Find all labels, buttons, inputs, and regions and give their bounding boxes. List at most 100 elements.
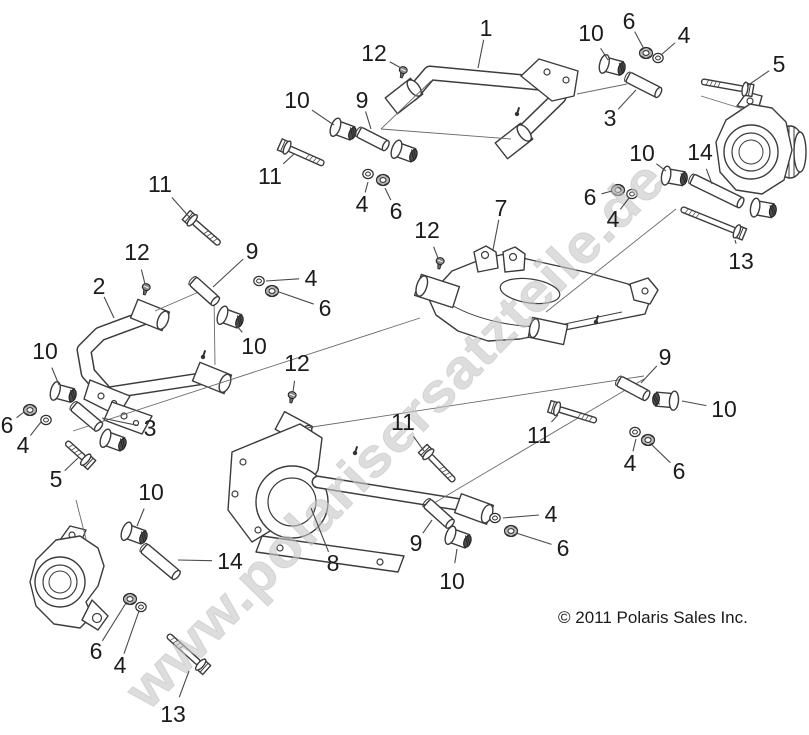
callout-leader-line [389, 61, 402, 69]
bushing-illustration [120, 521, 148, 545]
bolt-illustration [417, 443, 456, 483]
callout-label-10: 10 [439, 568, 465, 594]
callout-leader-line [705, 168, 713, 185]
mini-illustration [514, 107, 521, 117]
bearing-carrier-right [715, 91, 807, 195]
callout-label-6: 6 [673, 458, 686, 484]
assembly-line [75, 499, 87, 540]
spacer-illustration [139, 542, 181, 581]
part-upper-control-arm-2 [76, 298, 233, 435]
callout-label-10: 10 [578, 20, 604, 46]
callout-leader-line [278, 291, 314, 305]
spacer-illustration [615, 375, 651, 402]
spacer-illustration [355, 126, 390, 152]
assembly-line [380, 128, 512, 140]
washer-illustration [489, 512, 501, 524]
bushing-illustration [652, 390, 680, 411]
callout-leader-line [734, 239, 737, 244]
callout-leader-line [619, 197, 630, 210]
callout-leader-line [454, 548, 458, 564]
bushing-illustration [99, 428, 127, 452]
bolt-illustration [546, 399, 598, 424]
nut-illustration [375, 173, 391, 187]
bolt-illustration [680, 206, 748, 241]
callout-label-6: 6 [557, 535, 570, 561]
bolt-illustration [276, 138, 325, 167]
callout-leader-line [140, 269, 146, 285]
callout-leader-line [212, 258, 244, 288]
callout-leader-line [617, 89, 637, 110]
callout-label-4: 4 [607, 206, 620, 232]
bushing-illustration [390, 139, 418, 163]
bushing-illustration [749, 197, 777, 219]
washer-illustration [629, 426, 641, 438]
spacer-illustration [624, 71, 663, 99]
callout-label-7: 7 [495, 195, 508, 221]
assembly-line [305, 375, 645, 429]
spacer-illustration [69, 400, 104, 432]
copyright-text: © 2011 Polaris Sales Inc. [558, 608, 748, 627]
callout-label-4: 4 [305, 265, 318, 291]
callout-label-6: 6 [390, 198, 403, 224]
callout-leader-line [235, 324, 243, 333]
callout-leader-line [600, 47, 609, 61]
callout-leader-line [16, 411, 25, 419]
callout-label-9: 9 [410, 530, 423, 556]
hardware-layer [22, 46, 777, 676]
callout-label-8: 8 [327, 550, 340, 576]
callout-label-10: 10 [284, 87, 310, 113]
callout-label-10: 10 [629, 140, 655, 166]
bushing-illustration [598, 53, 626, 77]
callout-leader-line [101, 417, 139, 427]
mini-illustration [593, 315, 600, 325]
callout-leader-line [660, 42, 676, 56]
screw-illustration [398, 66, 408, 79]
callout-label-12: 12 [361, 40, 387, 66]
callout-leader-line [656, 163, 667, 172]
callout-leader-line [136, 508, 145, 527]
assembly-line [428, 378, 645, 507]
callout-label-9: 9 [659, 344, 672, 370]
callout-leader-line [265, 278, 300, 282]
callout-label-4: 4 [17, 432, 30, 458]
callout-leader-line [634, 31, 645, 50]
callout-label-3: 3 [604, 105, 617, 131]
bushing-illustration [660, 165, 688, 187]
callout-leader-line [310, 507, 330, 553]
assembly-line [576, 83, 628, 95]
callout-leader-line [364, 181, 369, 193]
callout-leader-line [651, 444, 671, 464]
callout-label-11: 11 [391, 409, 415, 435]
callout-leader-line [502, 514, 540, 519]
screw-illustration [141, 283, 151, 296]
callout-label-14: 14 [217, 548, 243, 574]
watermark-text: www.polarisersatzteile.de [113, 149, 677, 721]
callout-leader-line [103, 296, 115, 319]
mini-illustration [200, 350, 207, 360]
callout-label-6: 6 [584, 184, 597, 210]
assembly-line [380, 80, 432, 130]
callout-label-4: 4 [114, 652, 127, 678]
washer-illustration [652, 52, 664, 64]
washer-illustration [626, 188, 638, 200]
screw-illustration [287, 391, 297, 404]
bushing-illustration [216, 305, 244, 329]
callout-leader-line [515, 532, 552, 545]
callout-label-6: 6 [1, 412, 14, 438]
screw-illustration [435, 257, 445, 270]
part-lower-control-arm-7 [413, 245, 659, 346]
callout-label-13: 13 [160, 701, 186, 727]
bearing-carrier-left [29, 525, 109, 631]
callout-label-10: 10 [138, 479, 164, 505]
parts-layer [29, 58, 807, 631]
callout-leader-line [477, 39, 485, 69]
callout-label-11: 11 [258, 163, 282, 189]
callout-leader-line [413, 436, 425, 452]
callout-leader-line [422, 519, 433, 534]
callout-label-6: 6 [319, 295, 332, 321]
callout-leader-line [292, 380, 296, 393]
callout-label-12: 12 [284, 350, 310, 376]
callout-leader-line [282, 153, 295, 165]
